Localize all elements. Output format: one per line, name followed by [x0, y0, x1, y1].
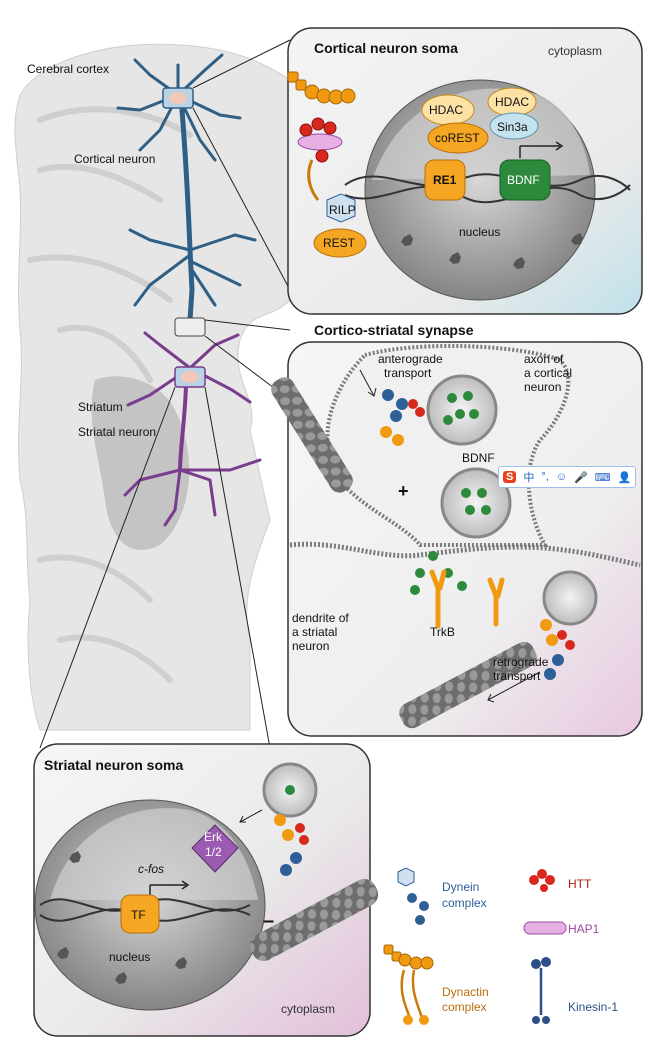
legend-dynein-icon — [397, 867, 429, 925]
keyboard-icon[interactable]: ⌨ — [594, 471, 611, 484]
retrograde-label-line1: retrograde — [493, 655, 549, 669]
legend-kinesin-icon — [531, 957, 551, 1024]
legend-hap1-label: HAP1 — [568, 922, 600, 936]
zoom-lines — [39, 39, 291, 749]
anterograde-label-line2: transport — [384, 366, 432, 380]
corest-shape — [427, 122, 489, 154]
cerebral-cortex-label: Cerebral cortex — [27, 62, 110, 76]
user-icon[interactable]: 👤 — [617, 471, 632, 484]
striatal-cytoplasm-label: cytoplasm — [281, 1002, 336, 1016]
brain-outline — [14, 43, 291, 731]
cortical-neuron-label: Cortical neuron — [74, 152, 156, 166]
legend-dynein-line2: complex — [442, 896, 487, 910]
bdnf-label: BDNF — [462, 451, 495, 465]
striatal-soma-title: Striatal neuron soma — [44, 757, 184, 773]
ime-toolbar[interactable]: S 中 °, ☺ 🎤 ⌨ 👤 — [498, 466, 637, 488]
microphone-icon[interactable]: 🎤 — [574, 471, 588, 484]
synapse-structures — [271, 343, 641, 729]
striatal-neuron-drawing — [123, 317, 262, 527]
axon-label-line3: neuron — [524, 380, 562, 394]
erk-label-line2: 1/2 — [205, 845, 222, 859]
legend-kinesin-label: Kinesin-1 — [568, 1000, 619, 1014]
punctuation-toggle[interactable]: °, — [541, 471, 549, 483]
rest-label: REST — [323, 236, 356, 250]
legend-dynactin-icon — [383, 944, 434, 1025]
hdac-right-label: HDAC — [495, 95, 530, 109]
legend-htt-icon — [529, 869, 555, 892]
emoji-icon[interactable]: ☺ — [555, 471, 568, 483]
cortical-nucleus-label: nucleus — [459, 225, 501, 239]
axon-label-line1: axon of — [524, 352, 564, 366]
tf-label: TF — [131, 908, 146, 922]
cortical-cytoplasm-label: cytoplasm — [548, 44, 603, 58]
striatal-motor — [239, 762, 379, 961]
cfos-label: c-fos — [138, 862, 165, 876]
anterograde-label-line1: anterograde — [378, 352, 443, 366]
minus-end-label: – — [263, 910, 275, 932]
hdac-left-label: HDAC — [429, 103, 464, 117]
cortical-motor-complex — [287, 71, 367, 258]
legend-dynein-line1: Dynein — [442, 880, 480, 894]
striatal-nucleus-label: nucleus — [109, 950, 151, 964]
legend-htt-label: HTT — [568, 877, 592, 891]
dendrite-label-line1: dendrite of — [292, 611, 349, 625]
synapse-title: Cortico-striatal synapse — [314, 322, 474, 338]
re1-shape — [424, 159, 466, 201]
sin3a-label: Sin3a — [497, 120, 528, 134]
ime-logo-icon[interactable]: S — [503, 471, 517, 483]
retrograde-label-line2: transport — [493, 669, 541, 683]
legend-dynactin-line2: complex — [442, 1000, 487, 1014]
sin3a-shape — [489, 112, 539, 140]
bdnf-gene-shape — [499, 159, 551, 201]
dendrite-label-line3: neuron — [292, 639, 330, 653]
erk-label-line1: Erk — [204, 830, 222, 844]
striatal-neuron-label: Striatal neuron — [78, 425, 157, 439]
legend-dynactin-line1: Dynactin — [442, 985, 489, 999]
erk-shape — [191, 824, 239, 873]
striatum-label: Striatum — [78, 400, 123, 414]
dendrite-label-line2: a striatal — [292, 625, 338, 639]
cortical-soma-title: Cortical neuron soma — [314, 40, 458, 56]
trkb-label: TrkB — [430, 625, 455, 639]
rilp-label: RILP — [329, 203, 356, 217]
chinese-mode-toggle[interactable]: 中 — [523, 472, 535, 484]
bdnf-gene-label: BDNF — [507, 173, 540, 187]
re1-label: RE1 — [433, 173, 457, 187]
legend-hap1-icon — [523, 921, 567, 935]
tf-shape — [120, 894, 160, 934]
plus-end-label: + — [398, 481, 409, 501]
cortical-neuron-drawing — [116, 53, 257, 323]
axon-label-line2: a cortical — [524, 366, 573, 380]
corest-label: coREST — [435, 131, 480, 145]
